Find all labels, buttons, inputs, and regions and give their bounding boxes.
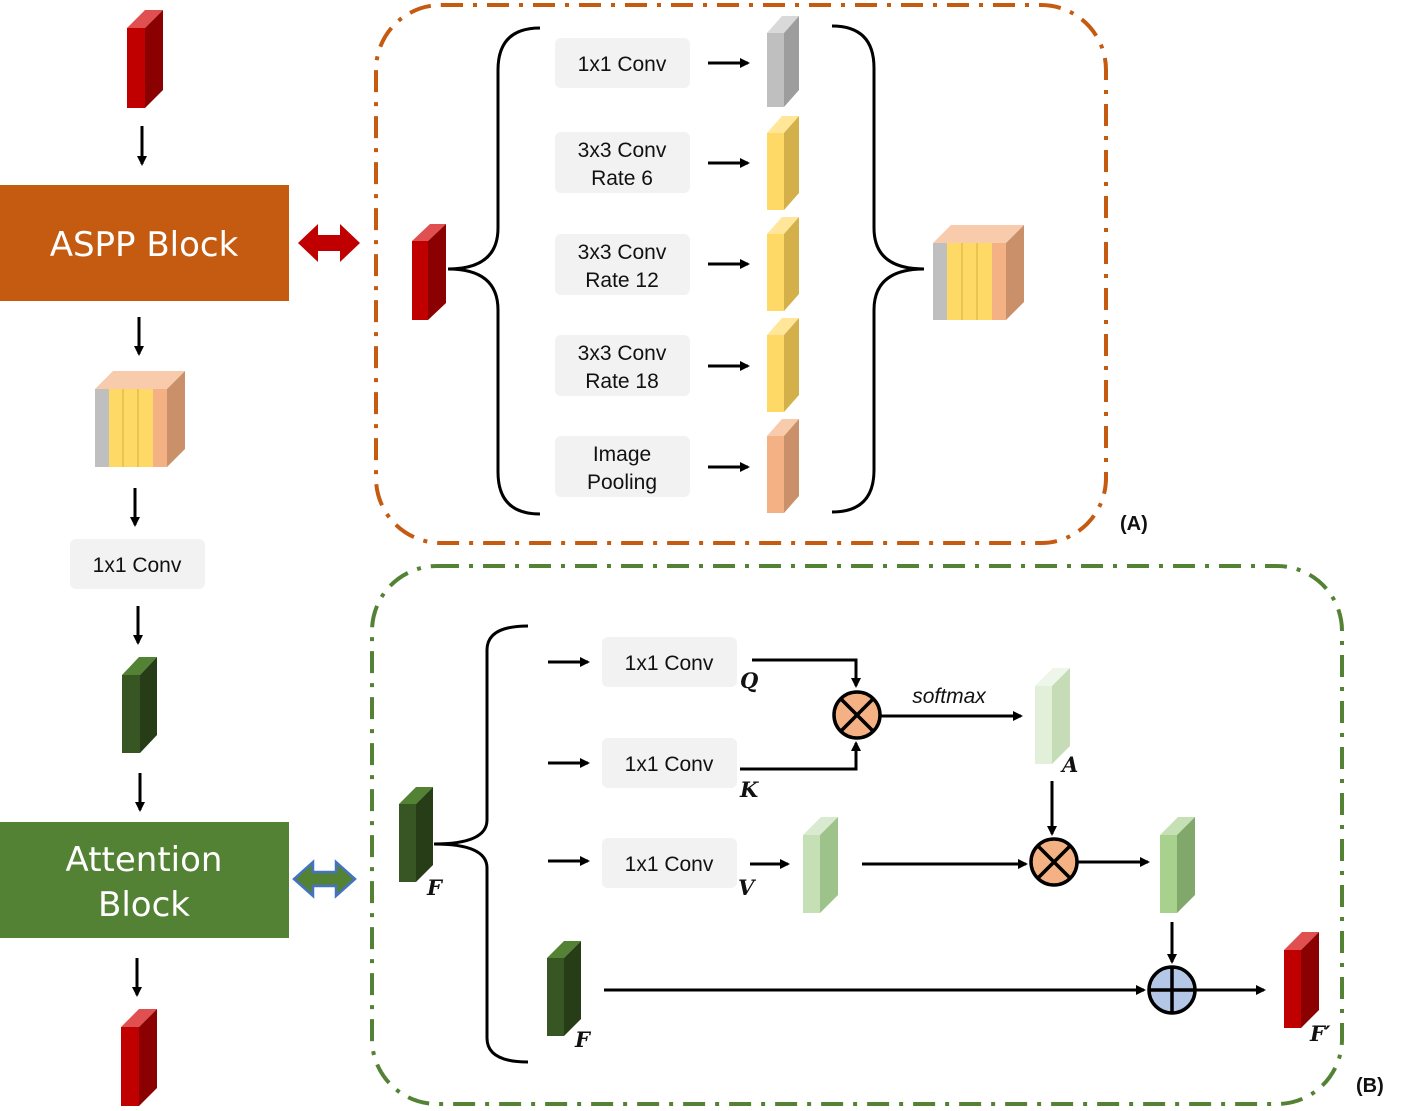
arrow-k-to-multiply bbox=[740, 741, 861, 771]
branch-conv-rate6-line1: 3x3 Conv bbox=[578, 139, 667, 162]
skip-feature-f bbox=[547, 941, 581, 1036]
multiply-av-icon bbox=[1029, 837, 1079, 887]
attention-block bbox=[0, 822, 289, 938]
output-feature-red bbox=[121, 1009, 157, 1106]
label-k: K bbox=[739, 777, 759, 802]
multiply-qk-icon bbox=[832, 690, 882, 740]
v-conv-box bbox=[602, 838, 737, 888]
panel-a-left-brace bbox=[447, 26, 541, 516]
conv-1x1-main-label: 1x1 Conv bbox=[93, 554, 182, 577]
branch-conv-rate12-line1: 3x3 Conv bbox=[578, 241, 667, 264]
aspp-block-label: ASPP Block bbox=[50, 225, 239, 265]
panel-b-brace bbox=[433, 624, 529, 1064]
input-feature-red bbox=[127, 10, 163, 108]
branch-image-pooling-line2: Pooling bbox=[587, 471, 657, 494]
v-conv-label: 1x1 Conv bbox=[625, 853, 714, 876]
feature-gray bbox=[767, 16, 799, 107]
branch-conv-rate18-line1: 3x3 Conv bbox=[578, 342, 667, 365]
conv-1x1-main bbox=[70, 539, 205, 589]
branch-conv-rate18-line2: Rate 18 bbox=[585, 370, 659, 393]
branch-conv-1x1-label: 1x1 Conv bbox=[578, 53, 667, 76]
aspp-expand-double-arrow bbox=[298, 224, 360, 262]
branch-image-pooling-line1: Image bbox=[593, 443, 651, 466]
q-conv-box bbox=[602, 637, 737, 687]
arrow-q-to-multiply bbox=[752, 658, 861, 688]
branch-conv-rate18 bbox=[555, 335, 690, 396]
panel-b-input-feature bbox=[399, 787, 433, 882]
branch-conv-rate12 bbox=[555, 234, 690, 295]
label-v: V bbox=[738, 875, 757, 900]
label-f-input: F bbox=[426, 875, 444, 900]
k-conv-box bbox=[602, 738, 737, 788]
panel-b-tag: (B) bbox=[1356, 1075, 1384, 1097]
softmax-label: softmax bbox=[912, 685, 987, 708]
panel-a-border bbox=[374, 3, 1108, 545]
feature-salmon bbox=[767, 419, 799, 513]
aspp-block bbox=[0, 185, 289, 301]
q-conv-label: 1x1 Conv bbox=[625, 652, 714, 675]
label-f-prime: F′ bbox=[1309, 1021, 1331, 1046]
concat-feature-left bbox=[95, 371, 185, 467]
attention-map-a bbox=[1035, 668, 1070, 764]
add-icon bbox=[1147, 965, 1197, 1015]
branch-conv-rate12-line2: Rate 12 bbox=[585, 269, 659, 292]
panel-b-border bbox=[370, 564, 1344, 1106]
panel-a-tag: (A) bbox=[1120, 513, 1148, 535]
label-a: A bbox=[1060, 752, 1078, 777]
panel-a-input-red bbox=[412, 224, 446, 320]
attention-block-label-2: Block bbox=[98, 885, 190, 925]
label-q: Q bbox=[740, 668, 758, 693]
feature-yellow-rate6 bbox=[767, 116, 799, 210]
branch-conv-1x1 bbox=[555, 38, 690, 88]
k-conv-label: 1x1 Conv bbox=[625, 753, 714, 776]
branch-conv-rate6 bbox=[555, 132, 690, 193]
attended-feature bbox=[1160, 817, 1195, 913]
attention-block-label-1: Attention bbox=[66, 840, 223, 880]
feature-yellow-rate12 bbox=[767, 217, 799, 311]
panel-a-right-brace bbox=[831, 24, 925, 514]
branch-conv-rate6-line2: Rate 6 bbox=[591, 167, 653, 190]
concat-feature-right bbox=[933, 225, 1024, 320]
output-feature-f-prime bbox=[1284, 932, 1319, 1028]
branch-image-pooling bbox=[555, 436, 690, 497]
value-feature-v bbox=[803, 817, 838, 913]
label-f-skip: F bbox=[574, 1027, 592, 1052]
attention-expand-double-arrow bbox=[292, 859, 357, 899]
feature-yellow-rate18 bbox=[767, 318, 799, 412]
feature-dark-green-left bbox=[122, 657, 157, 753]
